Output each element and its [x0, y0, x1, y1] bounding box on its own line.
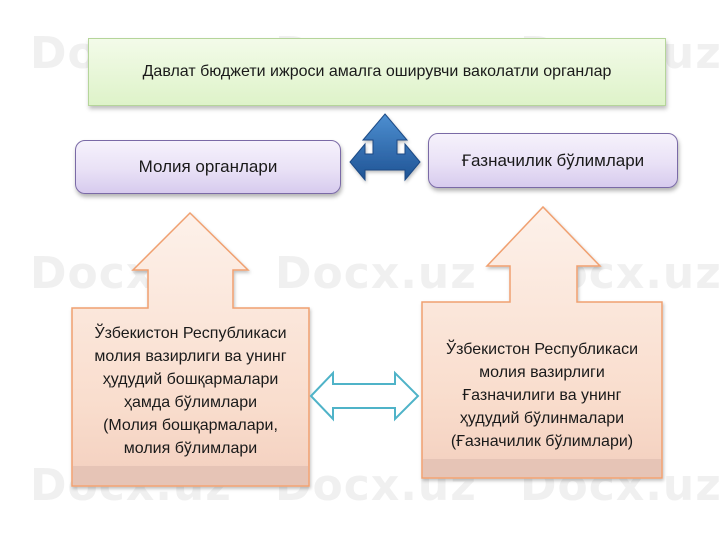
right-callout-line: Ўзбекистон Республикаси — [445, 340, 639, 358]
left-callout-line: (Молия бошқармалари, — [103, 417, 278, 434]
right-callout-line: молия вазирлиги — [479, 363, 605, 381]
top-box-label: Давлат бюджети ижроси амалга оширувчи ва… — [142, 63, 612, 80]
top-box: Давлат бюджети ижроси амалга оширувчи ва… — [88, 38, 666, 106]
right-callout-line: (Ғазначилик бўлимлари) — [450, 432, 634, 450]
right-callout-text: Ўзбекистон Республикаси молия вазирлиги … — [424, 334, 660, 456]
left-callout-line: Ўзбекистон Республикаси — [94, 325, 287, 342]
left-up-arrow-callout — [71, 211, 310, 487]
left-callout-line: ҳудудий бошқармалари — [102, 371, 279, 388]
left-callout-line: молия вазирлиги ва унинг — [94, 348, 287, 365]
left-callout-line: молия бўлимлари — [123, 440, 258, 457]
right-up-arrow-callout — [421, 205, 663, 479]
treasury-departments-box: Ғазначилик бўлимлари — [428, 133, 678, 188]
double-arrow-icon — [309, 370, 420, 422]
watermark: Docx.uz — [275, 248, 477, 299]
left-callout-line: ҳамда бўлимлари — [123, 394, 258, 411]
three-way-arrow-icon — [349, 113, 421, 182]
left-callout-text: Ўзбекистон Республикаси молия вазирлиги … — [74, 318, 307, 464]
finance-authorities-label: Молия органлари — [138, 157, 278, 176]
right-callout-line: Ғазначилиги ва унинг — [462, 386, 622, 404]
right-callout-line: ҳудудий бўлинмалари — [459, 409, 625, 427]
finance-authorities-box: Молия органлари — [75, 140, 341, 194]
treasury-departments-label: Ғазначилик бўлимлари — [461, 150, 645, 170]
